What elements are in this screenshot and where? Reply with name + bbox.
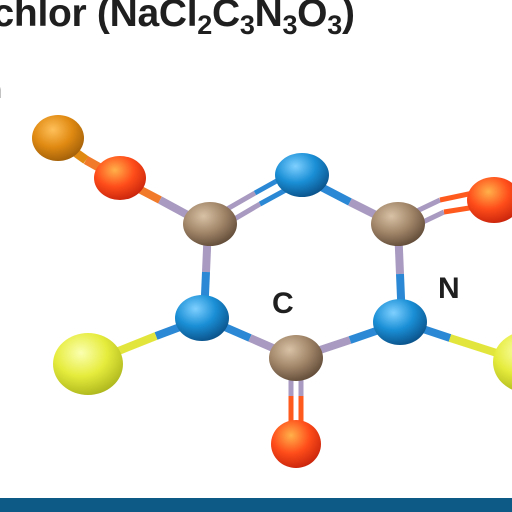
carbon-atom-bottom [269, 335, 323, 381]
oxygen-atom-right [467, 177, 512, 223]
diagram-title: ichlor (NaCl2C3N3O3) [0, 0, 355, 40]
carbon-atom-top-right [371, 202, 425, 246]
footer-bar [0, 498, 512, 512]
oxygen-atom-left [94, 156, 146, 200]
sodium-atom [32, 115, 84, 161]
chlorine-atom-left [53, 333, 123, 395]
carbon-label: C [272, 287, 294, 320]
nitrogen-label: N [438, 272, 460, 305]
chlorine-atom-right [493, 334, 512, 390]
nitrogen-atom-right [373, 299, 427, 345]
carbon-atom-top-left [183, 202, 237, 246]
nitrogen-atom-top [275, 153, 329, 197]
atoms [32, 115, 512, 468]
oxygen-atom-bottom [271, 420, 321, 468]
nitrogen-atom-left [175, 295, 229, 341]
cropped-text-fragment: n [0, 74, 2, 105]
